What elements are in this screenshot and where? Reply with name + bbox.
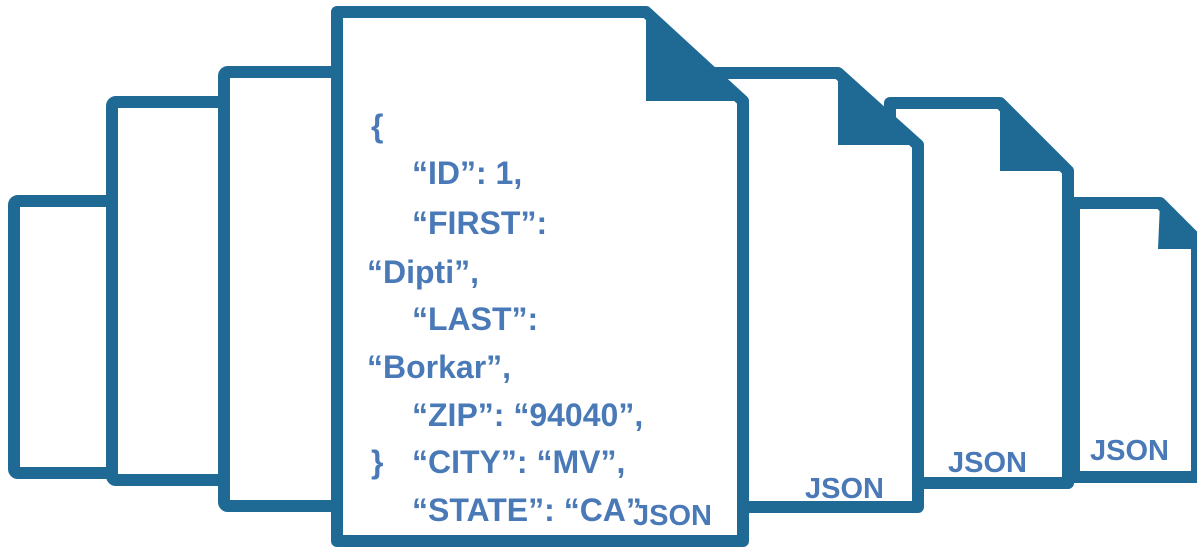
corner-fold-icon [1158, 203, 1197, 249]
json-line-first-key: “FIRST”: [412, 205, 548, 241]
json-line-zip: “ZIP”: “94040”, [412, 397, 644, 433]
json-line-last-value: “Borkar”, [367, 349, 512, 385]
corner-fold-icon [1000, 103, 1068, 171]
corner-fold-icon [646, 12, 743, 101]
corner-fold-icon [838, 73, 918, 145]
json-line-city: “CITY”: “MV”, [412, 444, 626, 480]
json-document-3 [884, 97, 1074, 489]
document-4-json-label: JSON [1090, 435, 1169, 467]
json-open-brace: { [371, 108, 384, 144]
json-line-state: “STATE”: “CA” [412, 492, 642, 528]
json-line-first-value: “Dipti”, [367, 254, 479, 290]
json-document-front [331, 6, 749, 547]
document-3-json-label: JSON [948, 447, 1027, 479]
json-line-id: “ID”: 1, [412, 155, 523, 191]
json-line-last-key: “LAST”: [412, 301, 539, 337]
json-document-2 [708, 67, 924, 513]
document-2-json-label: JSON [805, 473, 884, 505]
json-close-brace: } [371, 444, 384, 480]
front-document-json-label: JSON [633, 500, 712, 532]
